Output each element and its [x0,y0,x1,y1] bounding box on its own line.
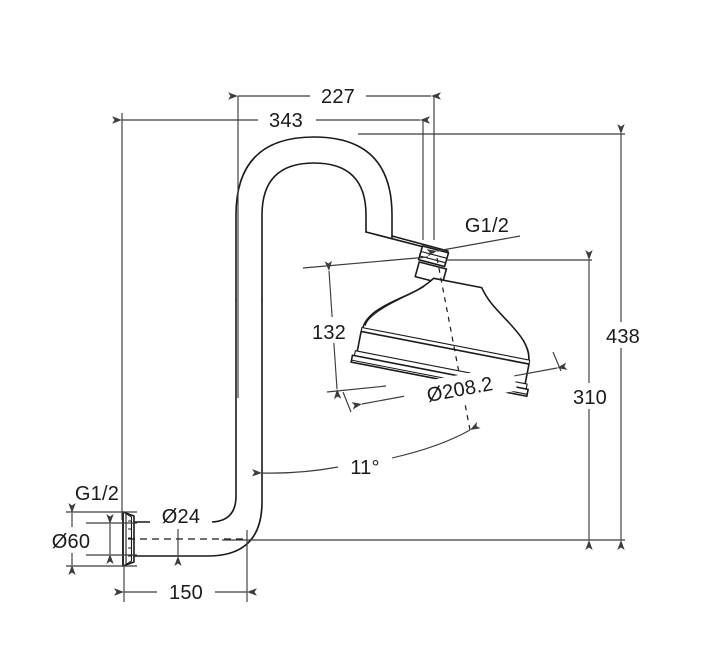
shower-neck [365,231,449,252]
dim-60-text-mask [44,527,100,553]
dim-132-text-mask [305,317,353,343]
dim-310-label: 310 [573,387,607,409]
dimension-227: 227 [228,84,441,398]
dimension-pipe-diameter: Ø24 [150,505,212,566]
callout-thread-outlet: G1/2 [426,215,521,257]
swivel-connector [414,245,450,285]
dim-208-text-mask [402,365,518,412]
angle-leader-left [251,466,339,477]
dim-132-ext-bottom [326,385,387,393]
dim-438-label: 438 [606,326,640,348]
neck-right-wall [391,235,449,252]
dim-227-text-mask [310,84,366,108]
dimension-150: 150 [114,530,257,604]
neck-left-wall [365,231,425,248]
dim-227-label: 227 [321,86,355,108]
pipe-inner-wall-lower [133,299,237,523]
thread-outlet-leader [426,235,521,257]
angle-11-label: 11° [350,457,379,479]
thread-outlet-label: G1/2 [465,215,509,237]
dimension-310: 310 [568,250,612,550]
dimension-343: 343 [112,108,430,520]
pipe-inner-wall-arch [261,162,367,301]
pipe-outer-wall-lower [133,299,263,557]
dimension-438: 438 [600,124,646,550]
dim-343-label: 343 [269,110,303,132]
dim-208-ext-left [342,391,352,413]
dimension-flange: Ø60 G1/2 [44,483,137,575]
dim-132-label: 132 [312,322,346,344]
shower-head [350,277,531,398]
dim-438-text-mask [600,322,646,348]
dim-132-ext-top [302,256,429,269]
dim-310-text-mask [568,383,612,409]
shower-head-dome-highlight [364,286,425,326]
dim-150-label: 150 [169,582,203,604]
thread-inlet-label: G1/2 [75,483,119,505]
pipe-outer-wall-arch [235,136,393,301]
dim-60-label: Ø60 [52,531,90,553]
callout-tilt-angle: 11° [251,421,481,479]
dim-24-text-mask [150,505,212,529]
dim-343-text-mask [258,108,316,132]
dim-24-label: Ø24 [162,506,200,528]
escutcheon-inner-profile [125,512,133,566]
dimension-132: 132 [302,256,429,400]
angle-leader-right [391,421,481,459]
escutcheon-ribs [127,520,132,557]
dim-150-text-mask [157,580,215,604]
